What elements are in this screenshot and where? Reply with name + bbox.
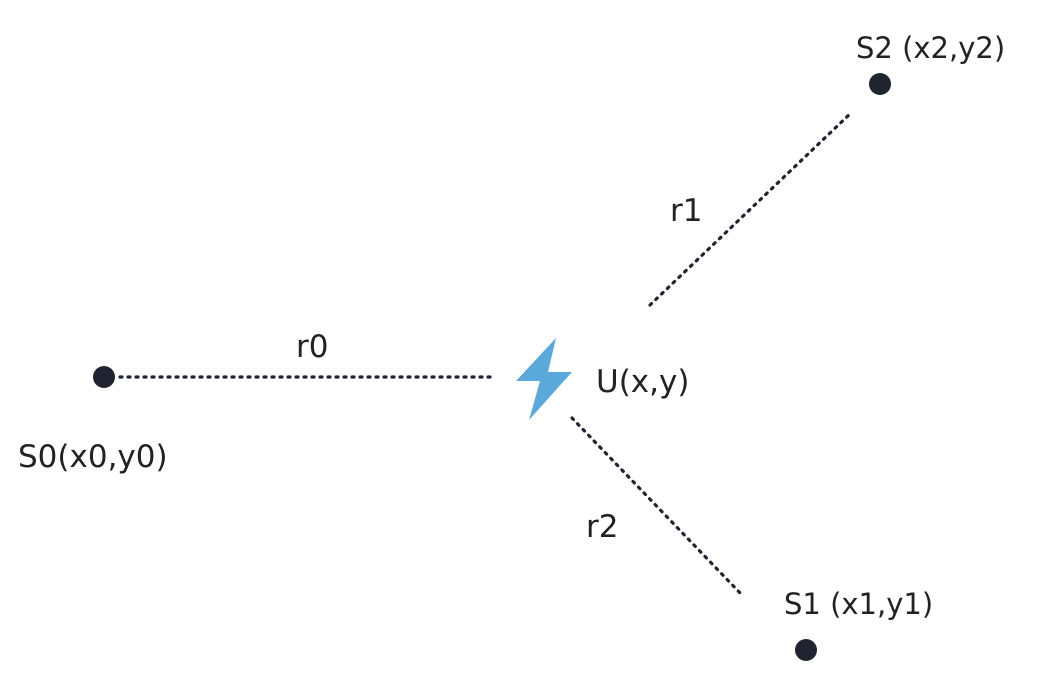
lightning-bolt-icon	[516, 338, 572, 420]
edge-r1-label: r1	[670, 193, 702, 229]
station-s2-label: S2 (x2,y2)	[856, 31, 1005, 65]
range-line-r2	[570, 416, 744, 597]
range-line-r1	[648, 110, 854, 307]
station-s1-dot	[795, 639, 817, 661]
edge-r0-label: r0	[296, 329, 328, 365]
station-s0-label: S0(x0,y0)	[18, 439, 168, 475]
station-s2-dot	[869, 73, 891, 95]
station-s1-label: S1 (x1,y1)	[784, 587, 933, 621]
station-s0-dot	[93, 366, 115, 388]
edge-r2-label: r2	[586, 509, 618, 545]
receiver-u-label: U(x,y)	[596, 364, 689, 400]
